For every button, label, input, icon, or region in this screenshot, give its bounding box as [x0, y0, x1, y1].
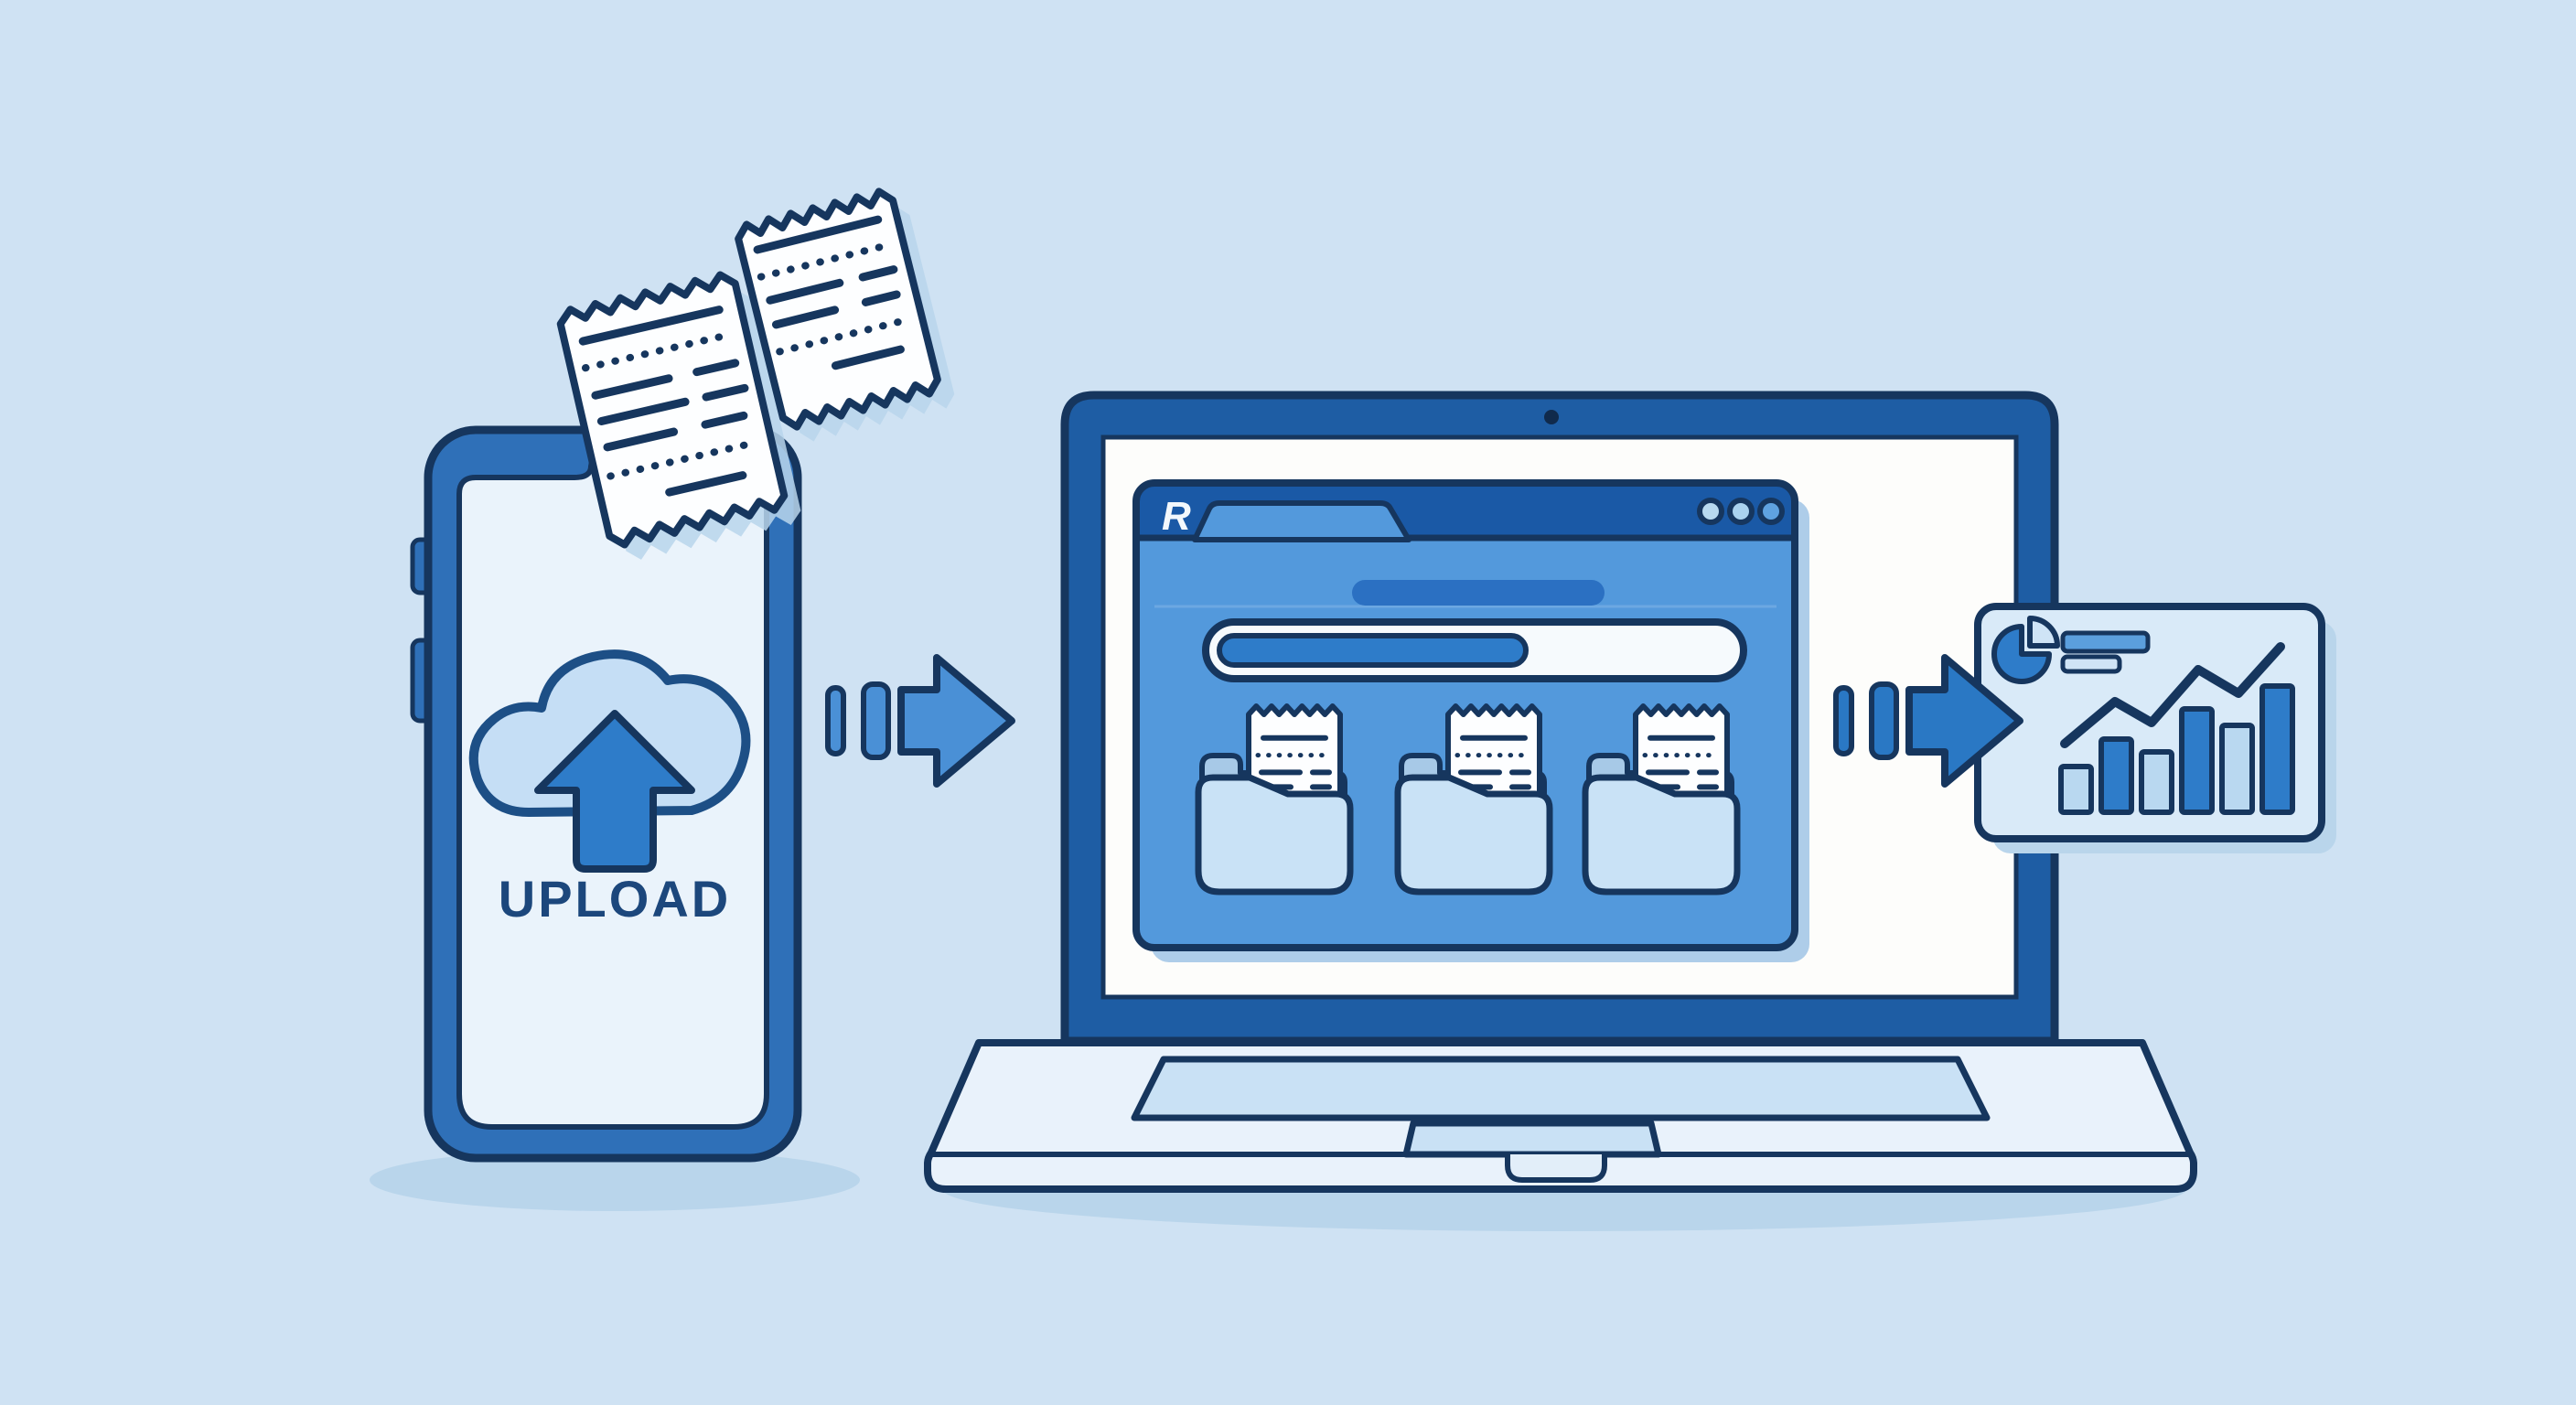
receipt-line: [606, 438, 761, 480]
browser-tab: [1192, 500, 1411, 542]
upload-label: UPLOAD: [499, 870, 731, 928]
upload-arrow-icon: [534, 710, 695, 873]
folder-with-receipt-icon: [1394, 703, 1553, 896]
right-arrow-icon: [1833, 654, 2023, 788]
chart-bar: [2058, 764, 2094, 815]
receipt-line: [858, 265, 898, 282]
trend-line-icon: [2060, 642, 2285, 748]
pie-chart-icon: [1991, 624, 2052, 684]
folder-front: [1195, 774, 1354, 896]
bar-chart-icon: [2058, 683, 2295, 815]
receipt-line: [753, 215, 883, 254]
folder-with-receipt-icon: [1582, 703, 1741, 896]
chart-bar: [2179, 706, 2215, 815]
phone-shadow: [370, 1149, 860, 1211]
browser-window: R: [1132, 479, 1809, 962]
chart-bar: [2219, 723, 2255, 815]
flow-arrow-2-icon: [1833, 654, 2023, 788]
receipt-line: [831, 345, 905, 370]
arrow-head: [897, 654, 1015, 788]
receipt-line: [701, 411, 748, 429]
window-dot-1: [1697, 498, 1724, 525]
window-dots: [1697, 498, 1785, 525]
receipt-line: [702, 383, 749, 402]
chart-bar: [2139, 749, 2174, 815]
base-notch: [1505, 1154, 1607, 1183]
legend-bar-2: [2060, 654, 2122, 674]
arrow-dash-2: [861, 681, 891, 760]
receipt-line: [603, 427, 679, 452]
folder-front: [1582, 774, 1741, 896]
keyboard-area: [1131, 1056, 1991, 1121]
arrow-dash-1: [1833, 685, 1854, 756]
receipt-line: [771, 306, 840, 329]
window-dot-2: [1727, 498, 1755, 525]
receipt-line: [861, 290, 901, 306]
progress-fill: [1217, 633, 1529, 668]
flow-arrow-1-icon: [825, 654, 1015, 788]
folders-row: [1195, 703, 1741, 896]
browser-window-border: [1132, 479, 1798, 951]
chart-bar: [2259, 683, 2295, 815]
camera-dot-icon: [1544, 410, 1559, 424]
folder-front: [1394, 774, 1553, 896]
arrow-dash-2: [1869, 681, 1899, 760]
trend-line: [2060, 642, 2285, 748]
heading-pill: [1352, 580, 1605, 606]
receipt-line: [578, 306, 724, 346]
analytics-card: [1974, 603, 2336, 853]
cloud-upload-icon: [468, 649, 751, 873]
receipt-line: [692, 359, 740, 377]
arrow-head: [1905, 654, 2023, 788]
right-arrow-icon: [825, 654, 1015, 788]
trackpad: [1402, 1120, 1662, 1158]
receipt-icon-large-1: [556, 271, 801, 560]
window-dot-3: [1757, 498, 1785, 525]
receipt-icon-large-2: [735, 188, 955, 442]
receipt-line: [591, 374, 673, 400]
receipt-line: [581, 330, 736, 372]
pie-slice-icon: [2027, 616, 2060, 649]
receipt-line: [665, 471, 747, 497]
folder-with-receipt-icon: [1195, 703, 1354, 896]
receipt-line: [766, 278, 844, 305]
receipt-line: [596, 397, 690, 425]
legend-bar-1: [2060, 630, 2151, 654]
browser-logo: R: [1162, 494, 1191, 539]
phone: UPLOAD: [410, 425, 802, 1163]
chart-bar: [2098, 736, 2134, 815]
arrow-dash-1: [825, 685, 846, 756]
